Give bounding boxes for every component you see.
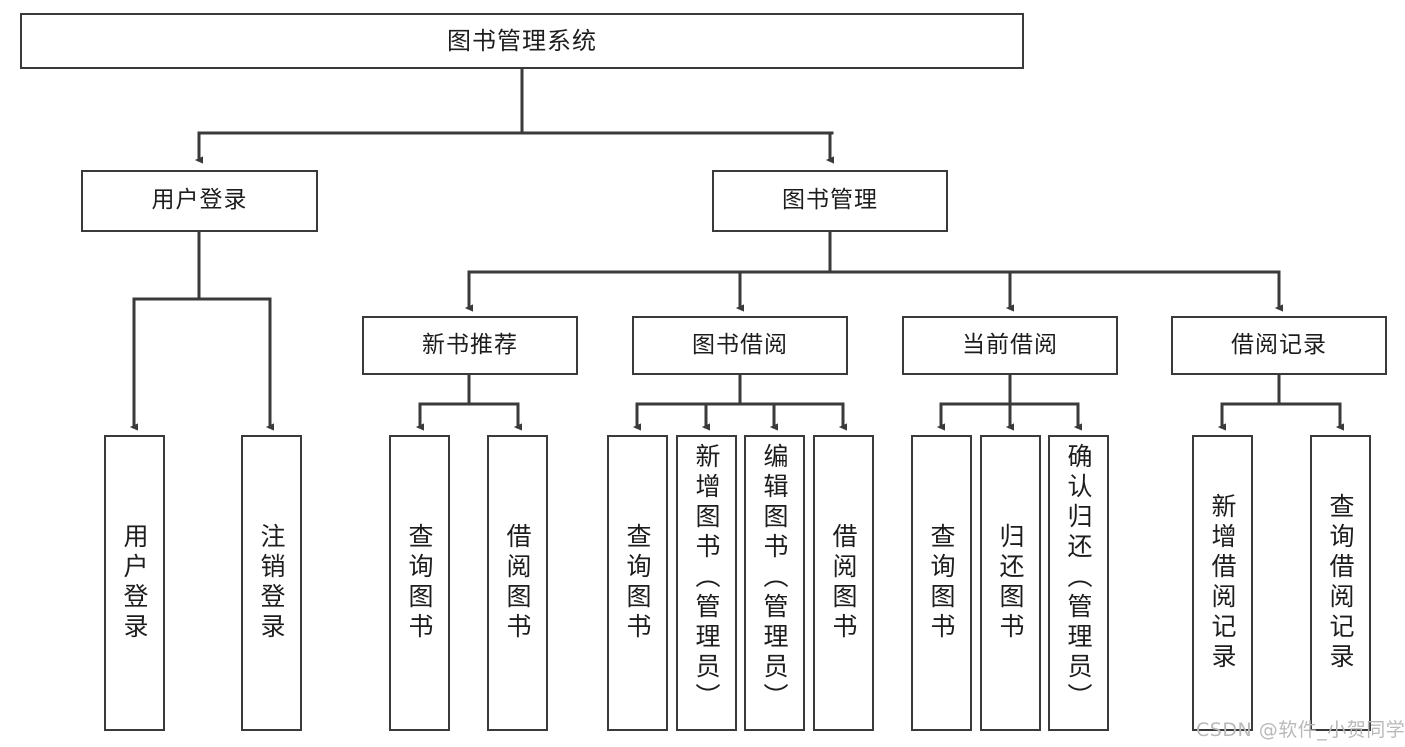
node-leaf-newbook-borrow[interactable]: 借阅图书 bbox=[487, 435, 548, 731]
node-leaf-user-logout[interactable]: 注销登录 bbox=[241, 435, 302, 731]
node-leaf-current-confirm[interactable]: 确认归还（管理员） bbox=[1048, 435, 1109, 731]
node-leaf-current-confirm-label: 确认归还（管理员） bbox=[1064, 443, 1093, 713]
node-book-borrow[interactable]: 图书借阅 bbox=[632, 316, 848, 375]
node-new-book-recommend[interactable]: 新书推荐 bbox=[362, 316, 578, 375]
node-user-login-label: 用户登录 bbox=[151, 187, 248, 214]
node-leaf-current-return[interactable]: 归还图书 bbox=[980, 435, 1041, 731]
node-leaf-borrow-add-label: 新增图书（管理员） bbox=[692, 443, 721, 713]
node-leaf-borrow-query[interactable]: 查询图书 bbox=[607, 435, 668, 731]
node-leaf-borrow-edit[interactable]: 编辑图书（管理员） bbox=[744, 435, 805, 731]
node-leaf-borrow-edit-label: 编辑图书（管理员） bbox=[760, 443, 789, 713]
node-current-borrow-label: 当前借阅 bbox=[962, 331, 1058, 358]
node-book-management[interactable]: 图书管理 bbox=[712, 170, 948, 232]
node-root-label: 图书管理系统 bbox=[447, 26, 597, 55]
node-leaf-current-query-label: 查询图书 bbox=[927, 523, 956, 643]
node-user-login[interactable]: 用户登录 bbox=[81, 170, 318, 232]
node-leaf-newbook-query[interactable]: 查询图书 bbox=[389, 435, 450, 731]
node-leaf-current-return-label: 归还图书 bbox=[996, 523, 1025, 643]
node-leaf-newbook-query-label: 查询图书 bbox=[405, 523, 434, 643]
node-leaf-borrow-lend-label: 借阅图书 bbox=[829, 523, 858, 643]
node-leaf-borrow-add[interactable]: 新增图书（管理员） bbox=[676, 435, 737, 731]
node-leaf-borrow-query-label: 查询图书 bbox=[623, 523, 652, 643]
node-leaf-user-login-label: 用户登录 bbox=[120, 523, 149, 643]
node-borrow-records[interactable]: 借阅记录 bbox=[1171, 316, 1387, 375]
node-leaf-current-query[interactable]: 查询图书 bbox=[911, 435, 972, 731]
node-leaf-records-query[interactable]: 查询借阅记录 bbox=[1310, 435, 1371, 731]
watermark-text: CSDN @软件_小贺同学 bbox=[1196, 719, 1405, 741]
node-leaf-records-add[interactable]: 新增借阅记录 bbox=[1192, 435, 1253, 731]
node-leaf-records-query-label: 查询借阅记录 bbox=[1326, 493, 1355, 673]
node-leaf-user-logout-label: 注销登录 bbox=[257, 523, 286, 643]
node-new-book-recommend-label: 新书推荐 bbox=[422, 331, 518, 358]
node-leaf-newbook-borrow-label: 借阅图书 bbox=[503, 523, 532, 643]
node-book-management-label: 图书管理 bbox=[782, 187, 878, 214]
node-current-borrow[interactable]: 当前借阅 bbox=[902, 316, 1118, 375]
node-leaf-records-add-label: 新增借阅记录 bbox=[1208, 493, 1237, 673]
node-root[interactable]: 图书管理系统 bbox=[20, 13, 1024, 69]
node-book-borrow-label: 图书借阅 bbox=[692, 331, 788, 358]
node-leaf-user-login[interactable]: 用户登录 bbox=[104, 435, 165, 731]
node-leaf-borrow-lend[interactable]: 借阅图书 bbox=[813, 435, 874, 731]
node-borrow-records-label: 借阅记录 bbox=[1231, 331, 1327, 358]
